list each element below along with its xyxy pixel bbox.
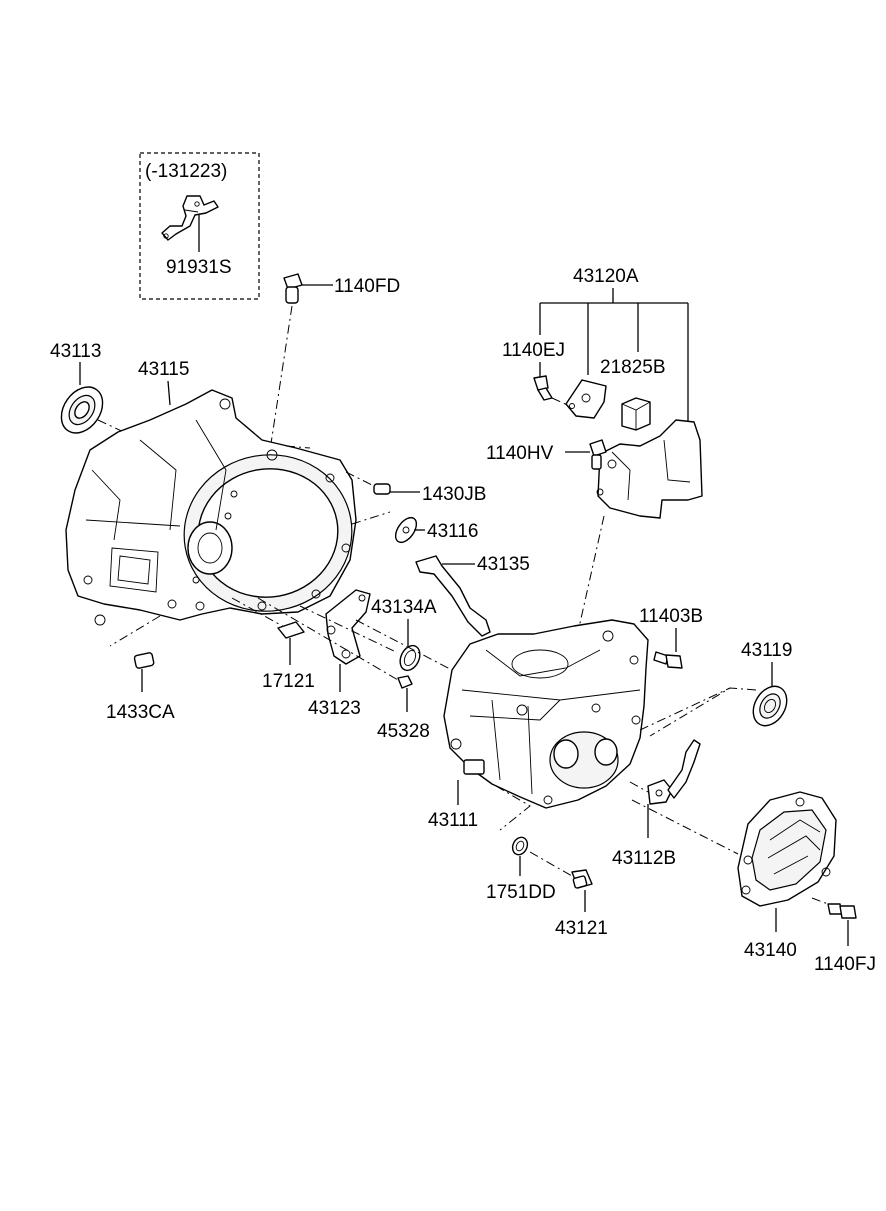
label-43140: 43140 [744, 940, 797, 961]
transmission-case-43111: 43111 [428, 619, 649, 831]
label-1140EJ: 1140EJ [502, 340, 565, 361]
label-1140FJ: 1140FJ [814, 954, 876, 975]
part-17121: 17121 [231, 597, 315, 692]
label-43112B: 43112B [612, 848, 676, 869]
label-43113: 43113 [50, 341, 101, 362]
part-43112B: 43112B [612, 739, 701, 869]
dowel-1430JB: 1430JB [345, 471, 486, 505]
cover-43140: 43140 [631, 791, 837, 961]
variant-date-code: (-131223) [145, 161, 227, 182]
bolt-11403B: 11403B [639, 606, 703, 669]
bolt-1140FJ: 1140FJ [811, 897, 876, 975]
label-43123: 43123 [308, 698, 361, 719]
part-43116: 43116 [351, 511, 478, 544]
label-1430JB: 1430JB [422, 484, 486, 505]
center-line-a [285, 445, 311, 449]
label-43134A: 43134A [371, 597, 437, 618]
label-43116: 43116 [427, 521, 478, 542]
label-1433CA: 1433CA [106, 702, 175, 723]
bracket-91931S-drawing [161, 195, 219, 241]
bracket-assembly-43120A: 43120A 1140EJ 21825B 1140HV [486, 266, 703, 633]
seal-43113: 43113 [50, 341, 129, 435]
bolt-1140FD: 1140FD [269, 273, 400, 451]
label-45328: 45328 [377, 721, 430, 742]
bushing-plate [565, 379, 607, 419]
label-43115: 43115 [138, 359, 189, 380]
label-1751DD: 1751DD [486, 882, 556, 903]
seal-43119: 43119 [649, 640, 792, 737]
label-91931S: 91931S [166, 257, 232, 278]
label-11403B: 11403B [639, 606, 703, 627]
label-1140HV: 1140HV [486, 443, 554, 464]
clutch-housing-43115: 43115 [65, 359, 357, 626]
label-43121: 43121 [555, 918, 608, 939]
washer-1751DD: 1751DD [486, 785, 556, 903]
label-43120A: 43120A [573, 266, 639, 287]
label-43135: 43135 [477, 554, 530, 575]
center-line-b [355, 619, 453, 671]
center-line-c [639, 687, 731, 731]
variant-box: (-131223) 91931S [139, 152, 260, 300]
label-1140FD: 1140FD [334, 276, 400, 297]
bolt-45328: 45328 [257, 597, 430, 742]
label-43119: 43119 [741, 640, 792, 661]
label-21825B: 21825B [600, 357, 666, 378]
label-17121: 17121 [262, 671, 315, 692]
seal-43134A: 43134A [299, 597, 437, 672]
plug-43121: 43121 [529, 851, 608, 939]
pin-1433CA: 1433CA [106, 615, 175, 723]
label-43111: 43111 [428, 810, 478, 831]
mount-bracket [596, 419, 703, 519]
plate-43123: 43123 [308, 589, 371, 719]
variant-box-border [139, 152, 260, 300]
part-43135: 43135 [415, 554, 530, 637]
rubber-block-21825B [621, 397, 651, 431]
